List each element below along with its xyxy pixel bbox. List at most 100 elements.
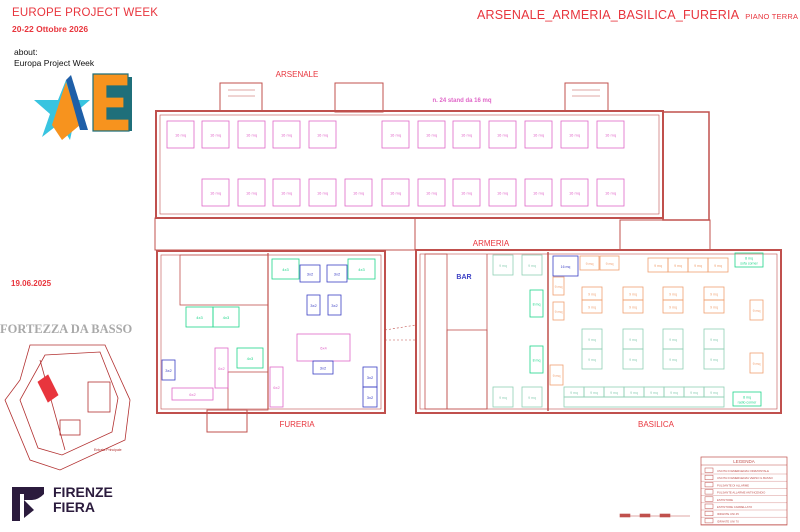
- fortezza-key-map: [4, 344, 131, 471]
- stand-arsenale: 16 mq: [237, 120, 266, 149]
- stand-label: 4x3: [282, 267, 289, 272]
- stand-basilica: 9 mq: [622, 286, 644, 301]
- stand-label: 3x2: [367, 395, 374, 400]
- stand-arsenale: 16 mq: [560, 178, 589, 207]
- stand-outline: [161, 359, 176, 381]
- stand-basilica: 9 mq: [703, 286, 725, 301]
- stand-outline: [703, 299, 725, 314]
- stand-basilica: 9 mq: [662, 299, 684, 314]
- stand-basilica: 9 mq: [563, 386, 585, 398]
- revision-date: 19.06.2025: [11, 279, 52, 288]
- stand-label: 16 mq: [210, 191, 221, 196]
- stand-outline: [549, 364, 564, 386]
- stand-label: 16 mq: [281, 191, 292, 196]
- keymap-entrance: Entrata Principale: [94, 448, 122, 452]
- stand-label: sofa corner: [740, 262, 758, 266]
- stand-outline: [417, 178, 446, 207]
- stand-arsenale: 16 mq: [272, 120, 301, 149]
- stand-fureria: 3x2: [312, 360, 334, 375]
- legend-item: ESTINTORE: [717, 498, 733, 502]
- stand-label: 16 mq: [561, 265, 571, 269]
- stand-basilica: 9 mq: [687, 257, 709, 273]
- stand-outline: [581, 299, 603, 314]
- stand-outline: [560, 120, 589, 149]
- basilica-building: [415, 249, 782, 414]
- stand-outline: [749, 299, 764, 321]
- stand-basilica: 9 mq: [492, 254, 514, 276]
- stand-arsenale: 16 mq: [524, 178, 553, 207]
- brand-name: FIRENZE FIERA: [53, 485, 113, 515]
- stand-fureria: 4x3: [212, 306, 240, 328]
- stand-label: 8 mq: [533, 303, 541, 307]
- stand-label: 9 mq: [590, 391, 598, 395]
- stand-outline: [452, 178, 481, 207]
- stand-arsenale: 16 mq: [452, 120, 481, 149]
- stand-outline: [347, 258, 376, 280]
- stand-outline: [452, 120, 481, 149]
- stand-label: 16 mq: [569, 133, 580, 138]
- stand-outline: [171, 387, 214, 401]
- stand-label: 9 mq: [528, 396, 536, 400]
- legend-symbol-icon: [704, 474, 714, 480]
- stand-basilica: 9 mq: [703, 348, 725, 370]
- stand-arsenale: 16 mq: [417, 120, 446, 149]
- stand-label: 9 mq: [570, 391, 578, 395]
- stand-arsenale: 16 mq: [201, 120, 230, 149]
- stand-label: 9 mq: [654, 264, 662, 268]
- event-dates: 20-22 Ottobre 2026: [12, 24, 89, 34]
- about-value: Europa Project Week: [14, 58, 95, 68]
- stand-label: 9 mq: [710, 338, 718, 342]
- stand-outline: [529, 345, 544, 374]
- stand-fureria: 3x2: [326, 264, 348, 283]
- stand-outline: [269, 366, 284, 408]
- stand-basilica: 16 mq: [552, 255, 579, 277]
- stand-label: 3x2: [307, 272, 314, 277]
- stand-fureria: 3x2: [327, 294, 342, 316]
- stand-basilica: 9 mq: [667, 257, 689, 273]
- stand-basilica: 9 mq: [683, 386, 705, 398]
- stand-label: 16 mq: [569, 191, 580, 196]
- stand-basilica: 9 mq: [552, 276, 565, 296]
- stand-label: 9 mq: [710, 358, 718, 362]
- hall-label-armeria: ARMERIA: [473, 239, 510, 248]
- stand-outline: [417, 120, 446, 149]
- stand-arsenale: 16 mq: [417, 178, 446, 207]
- hall-label-basilica: BASILICA: [638, 420, 675, 429]
- stand-outline: [326, 264, 348, 283]
- stand-outline: [308, 120, 337, 149]
- stand-outline: [599, 255, 620, 271]
- stand-label: 16 mq: [426, 191, 437, 196]
- stand-arsenale: 16 mq: [237, 178, 266, 207]
- stand-basilica: 9 mq: [662, 286, 684, 301]
- arsenale-building: [154, 82, 711, 251]
- stand-basilica: 9 mq: [703, 299, 725, 314]
- stand-label: 9 mq: [710, 306, 718, 310]
- stand-outline: [272, 178, 301, 207]
- stand-fureria: 4x3: [236, 347, 264, 369]
- stand-label: 9 mq: [499, 396, 507, 400]
- stand-label: 9 mq: [586, 262, 594, 266]
- plan-floor: PIANO TERRA: [745, 12, 799, 21]
- stand-label: 16 mq: [426, 133, 437, 138]
- stand-basilica: 9 mq: [703, 328, 725, 350]
- stand-label: 4x3: [358, 267, 365, 272]
- stand-outline: [344, 178, 373, 207]
- stand-arsenale: 16 mq: [524, 120, 553, 149]
- stand-basilica: 9 mq: [581, 299, 603, 314]
- legend-symbol-icon: [704, 467, 714, 473]
- stand-label: 9 mq: [555, 310, 563, 314]
- stand-label: 9 mq: [555, 285, 563, 289]
- legend-title: LEGENDA: [733, 459, 755, 464]
- stand-outline: [552, 276, 565, 296]
- stand-outline: [521, 386, 543, 408]
- fureria-building: [156, 250, 386, 433]
- stand-basilica: 9 mq: [521, 386, 543, 408]
- legend-item: IDRANTE UNI 70: [717, 519, 739, 523]
- stand-label: 3x2: [367, 375, 374, 380]
- stand-outline: [596, 178, 625, 207]
- plan-title-text: ARSENALE_ARMERIA_BASILICA_FURERIA: [477, 8, 740, 22]
- stand-arsenale: 16 mq: [381, 120, 410, 149]
- stand-label: 9 mq: [714, 264, 722, 268]
- stand-outline: [622, 348, 644, 370]
- stand-label: 9 mq: [710, 391, 718, 395]
